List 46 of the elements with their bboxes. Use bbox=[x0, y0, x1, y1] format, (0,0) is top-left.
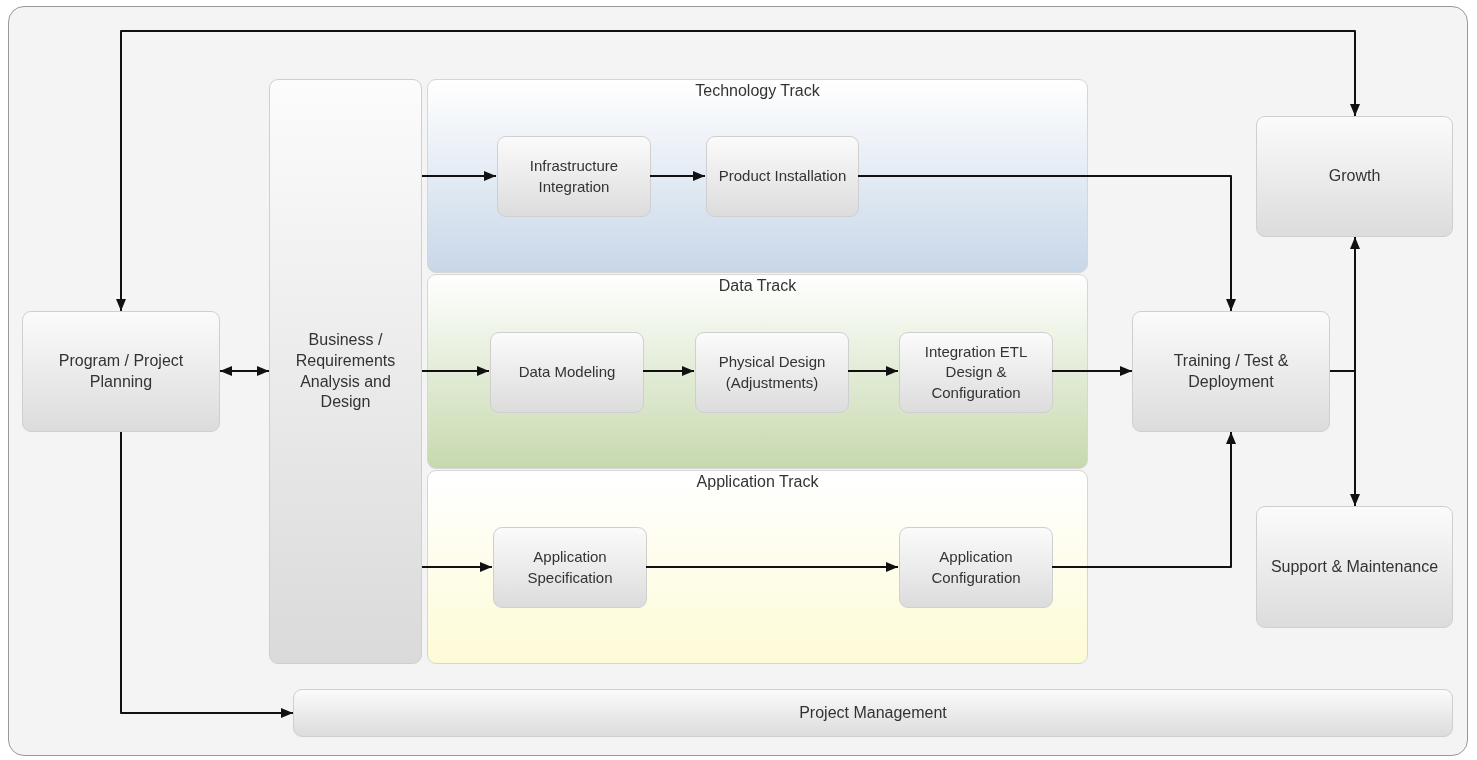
process-box bbox=[1256, 506, 1453, 628]
arrow bbox=[1329, 370, 1360, 507]
track-title: Data Track bbox=[717, 276, 798, 296]
track-title: Application Track bbox=[695, 472, 820, 492]
track-band bbox=[427, 470, 1088, 664]
process-box bbox=[22, 311, 220, 432]
node-label: Infrastructure Integration bbox=[528, 156, 620, 197]
arrow bbox=[421, 171, 497, 181]
process-box bbox=[706, 136, 859, 217]
process-box bbox=[497, 136, 651, 217]
arrow bbox=[421, 366, 490, 376]
arrow bbox=[645, 562, 899, 572]
arrow bbox=[1051, 431, 1236, 568]
arrow bbox=[857, 175, 1236, 312]
process-box bbox=[899, 332, 1053, 413]
node-label: Data Modeling bbox=[517, 362, 617, 383]
process-box bbox=[293, 689, 1453, 737]
process-box bbox=[899, 527, 1053, 608]
track-band bbox=[427, 274, 1088, 469]
process-box bbox=[1132, 311, 1330, 432]
track-band bbox=[427, 79, 1088, 273]
arrow bbox=[1051, 366, 1133, 376]
process-box bbox=[695, 332, 849, 413]
node-label: Product Installation bbox=[717, 166, 848, 187]
node-label: Physical Design (Adjustments) bbox=[717, 352, 827, 393]
process-box bbox=[493, 527, 647, 608]
arrow bbox=[219, 366, 270, 376]
node-label: Training / Test & Deployment bbox=[1172, 350, 1290, 392]
arrow bbox=[116, 30, 1360, 312]
process-box bbox=[1256, 116, 1453, 237]
node-label: Application Specification bbox=[526, 547, 614, 588]
arrow bbox=[421, 562, 493, 572]
node-label: Integration ETL Design & Configuration bbox=[923, 342, 1029, 403]
node-label: Support & Maintenance bbox=[1269, 556, 1440, 577]
arrow bbox=[120, 431, 294, 718]
process-box bbox=[490, 332, 644, 413]
node-label: Growth bbox=[1327, 166, 1382, 187]
node-label: Business / Requirements Analysis and Design bbox=[294, 329, 397, 413]
node-label: Project Management bbox=[798, 702, 948, 723]
arrow bbox=[649, 171, 706, 181]
node-label: Application Configuration bbox=[930, 547, 1022, 588]
track-title: Technology Track bbox=[694, 81, 821, 101]
node-label: Program / Project Planning bbox=[57, 350, 185, 392]
arrow bbox=[847, 366, 899, 376]
process-box bbox=[269, 79, 422, 664]
arrow bbox=[642, 366, 695, 376]
